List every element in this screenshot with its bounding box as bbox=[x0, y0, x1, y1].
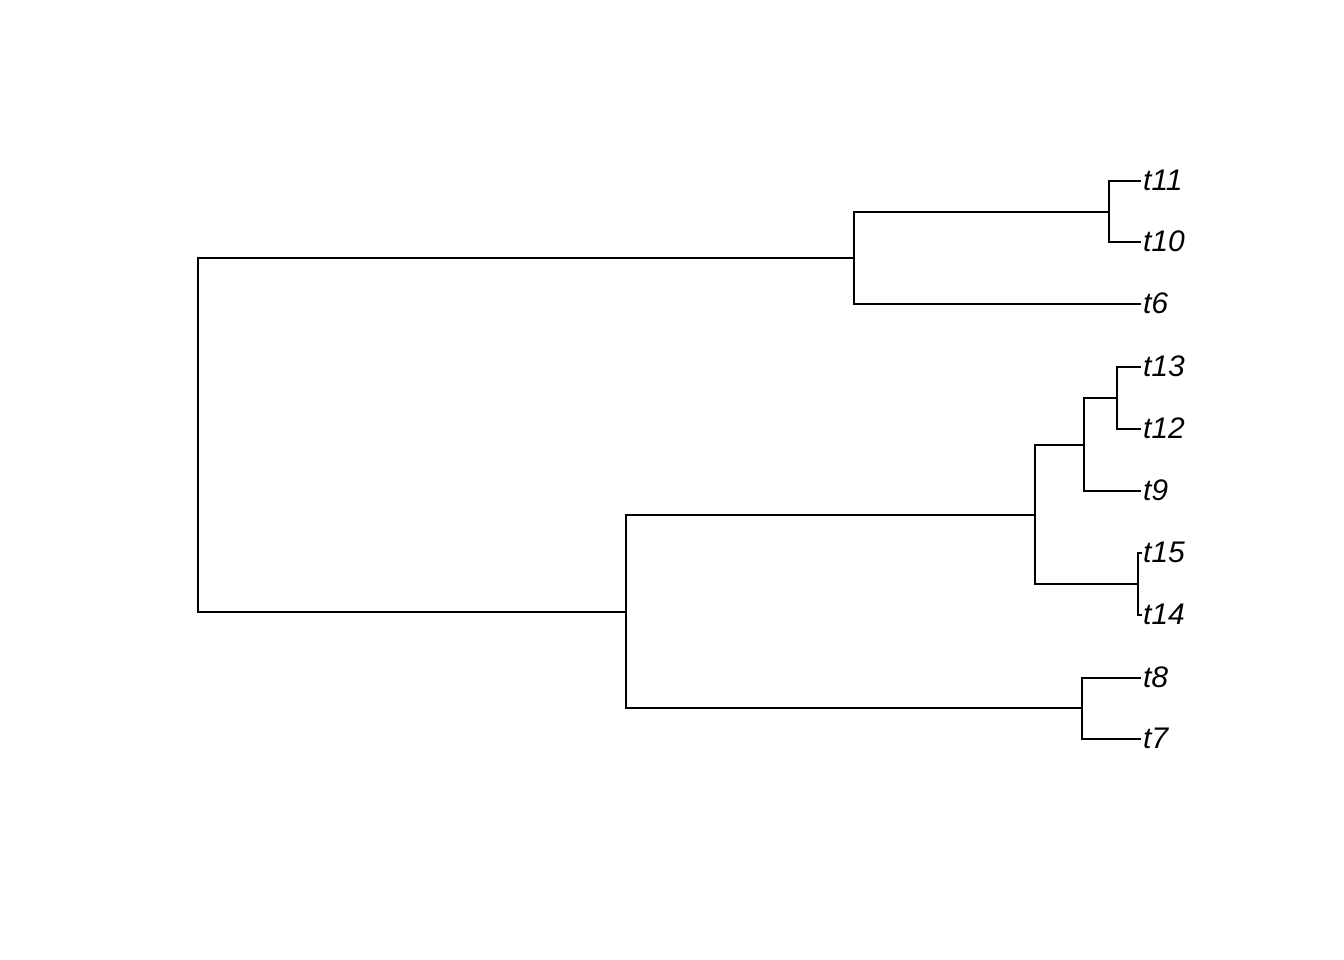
tree-branches-canvas bbox=[197, 180, 1142, 740]
phylogenetic-tree-figure: t11 t10 t6 t13 t12 t9 t15 t14 t8 t7 bbox=[197, 165, 1185, 754]
